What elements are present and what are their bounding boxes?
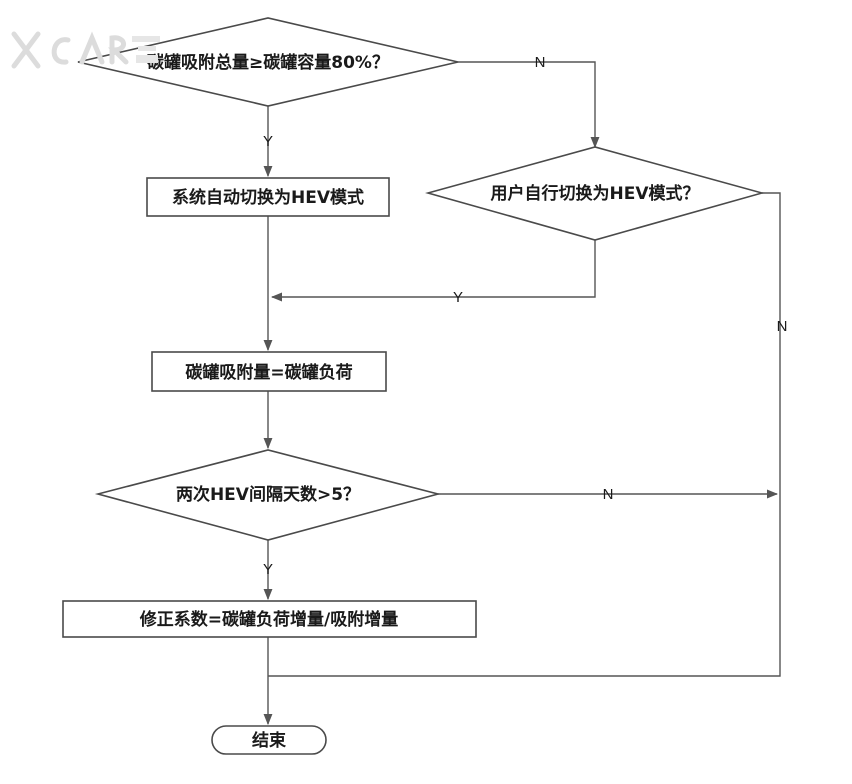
edge-total-no [458,61,600,149]
label-interval-no: N [603,486,614,503]
label-user-no: N [777,318,788,335]
label-total-yes: Y [263,133,273,150]
process-correction-text: 修正系数=碳罐负荷增量/吸附增量 [139,609,398,630]
process-correction: 修正系数=碳罐负荷增量/吸附增量 [62,600,477,638]
decision-user-switch: 用户自行切换为HEV模式？ [425,146,765,241]
label-interval-yes: Y [263,561,273,578]
terminal-end: 结束 [211,725,327,755]
decision-canister-total-text: 碳罐吸附总量≥碳罐容量80%？ [147,52,389,73]
decision-interval-days: 两次HEV间隔天数>5？ [94,449,442,541]
process-adsorption-load-text: 碳罐吸附量=碳罐负荷 [185,362,352,383]
edge-user-yes [270,240,596,302]
decision-canister-total: 碳罐吸附总量≥碳罐容量80%？ [77,17,459,107]
connectors [263,61,781,726]
decision-user-switch-text: 用户自行切换为HEV模式？ [491,183,700,204]
decision-interval-days-text: 两次HEV间隔天数>5？ [176,484,360,505]
terminal-end-text: 结束 [252,730,286,751]
label-user-yes: Y [453,289,463,306]
label-total-no: N [535,54,546,71]
process-adsorption-load: 碳罐吸附量=碳罐负荷 [151,351,387,392]
process-auto-switch: 系统自动切换为HEV模式 [146,177,390,217]
watermark-logo [11,31,160,69]
edge-labels: Y N Y N Y N [263,54,787,578]
edge-user-no [268,192,781,677]
process-auto-switch-text: 系统自动切换为HEV模式 [172,187,364,208]
